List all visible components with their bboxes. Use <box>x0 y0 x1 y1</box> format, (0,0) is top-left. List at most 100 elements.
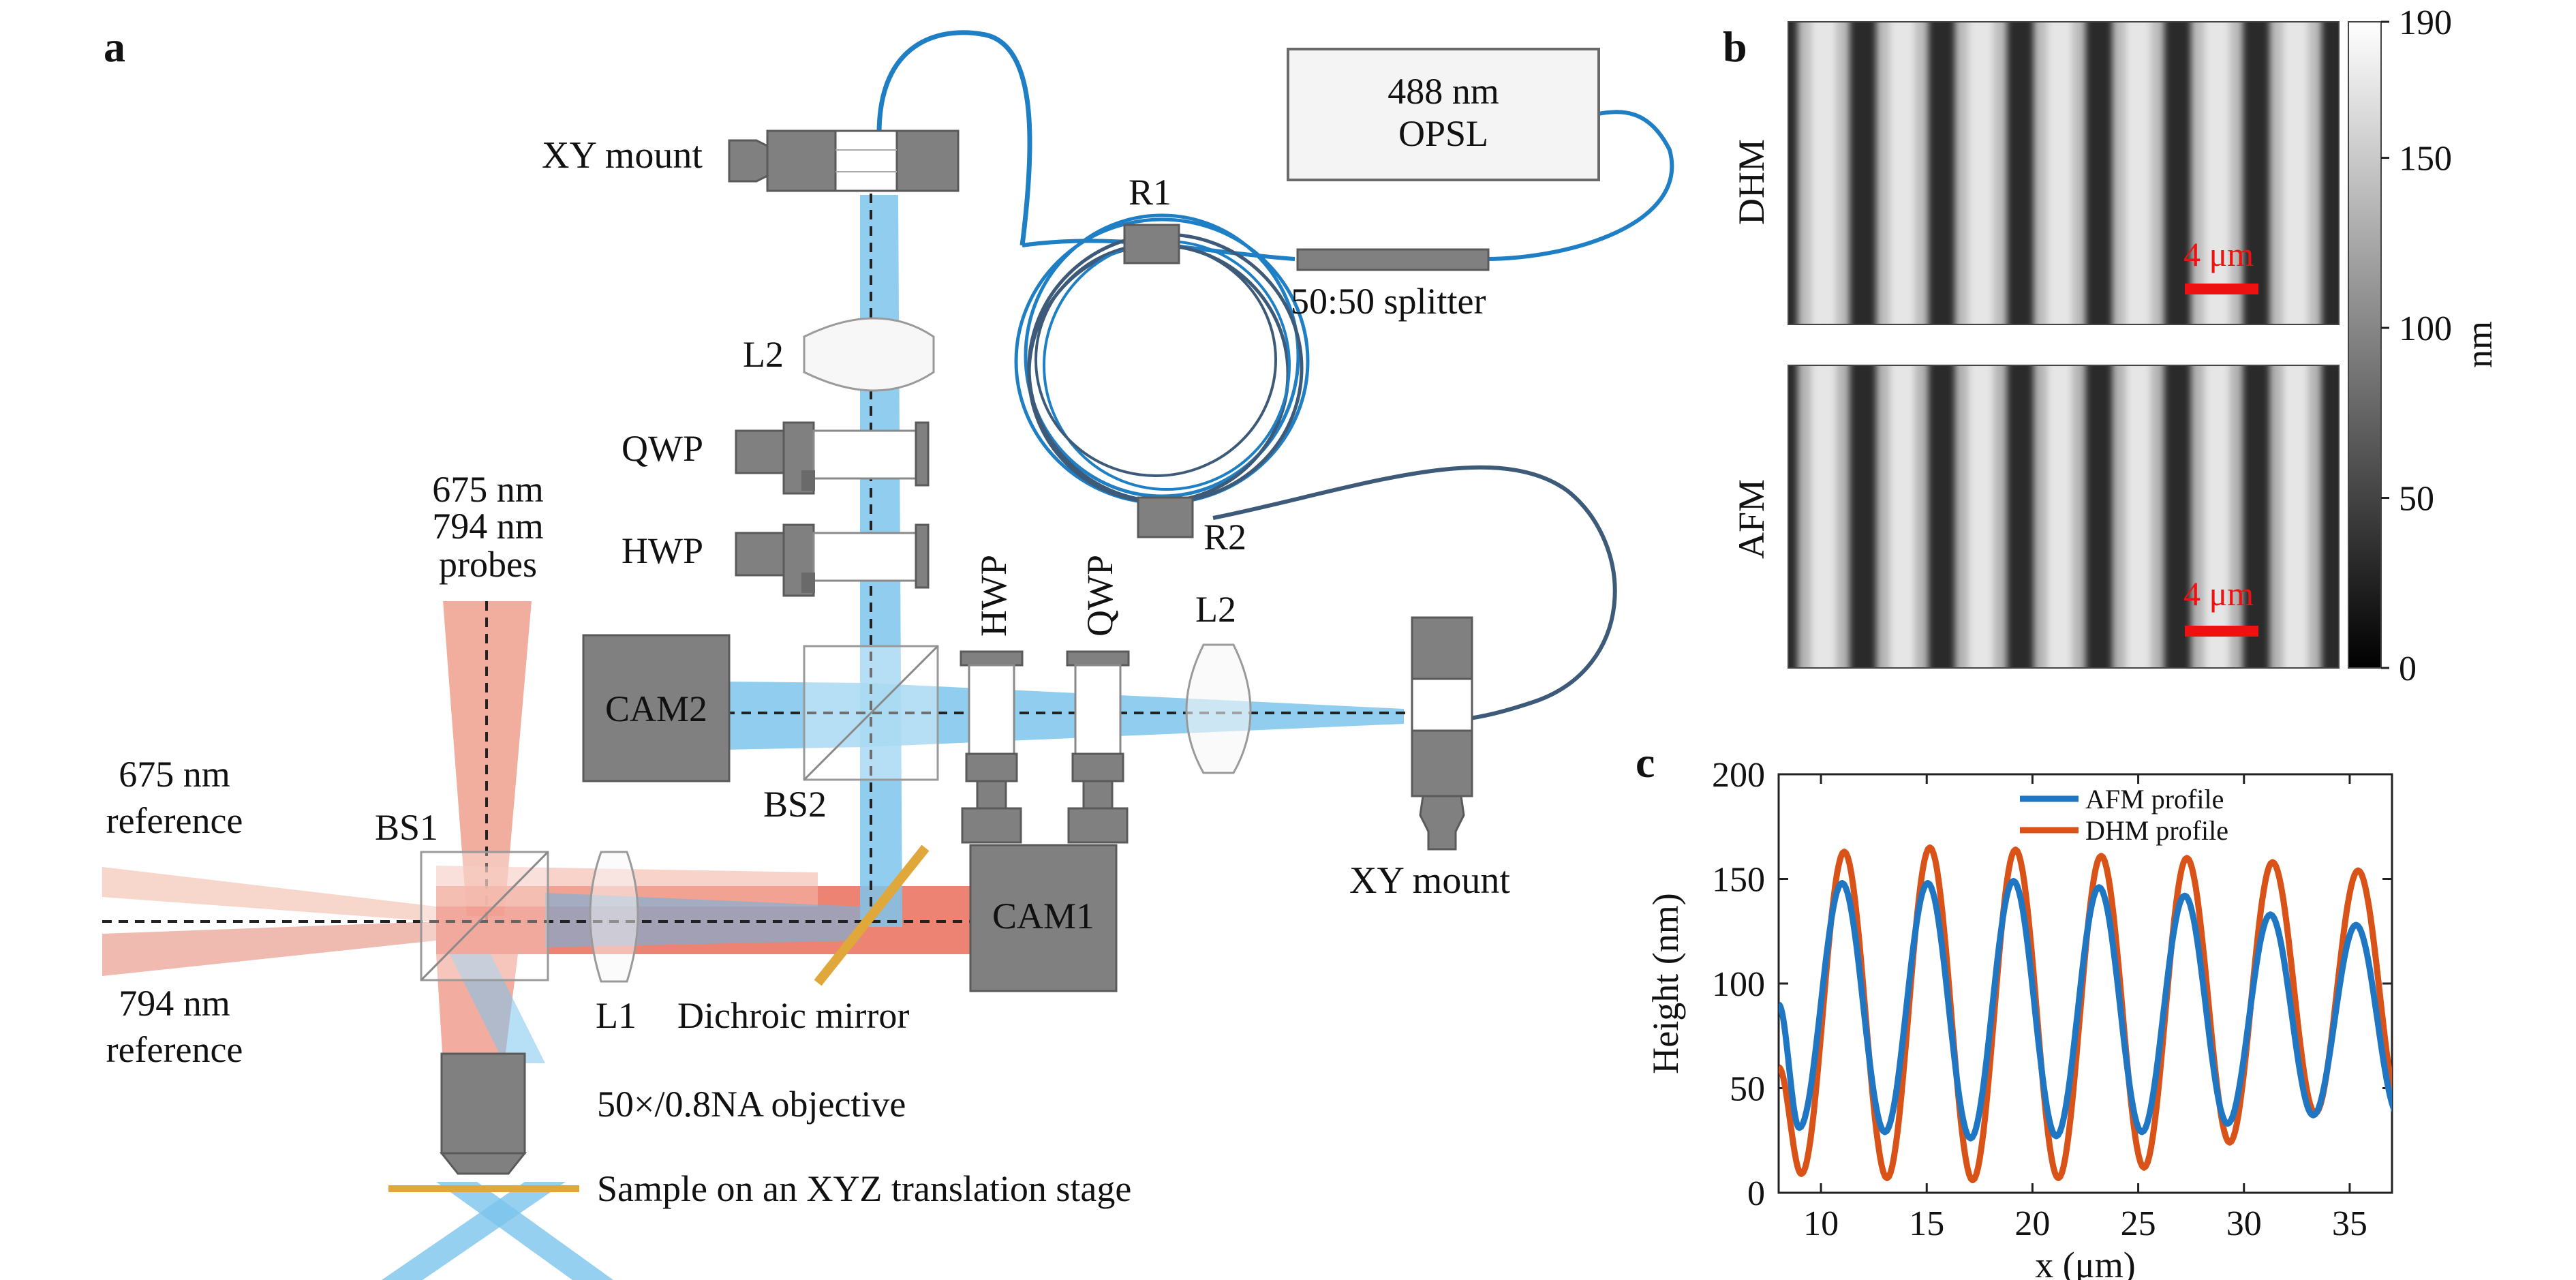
colorbar-tick-label: 100 <box>2399 309 2452 348</box>
splitter-label: 50:50 splitter <box>1291 281 1486 322</box>
l1-label: L1 <box>596 995 637 1036</box>
stripe-core <box>1811 365 1836 668</box>
xy-mount-top <box>728 129 960 192</box>
legend-label: DHM profile <box>2085 815 2228 846</box>
stripe-core <box>1968 22 1993 324</box>
blue-beam-out-right <box>436 1182 613 1280</box>
plot-area <box>1779 844 2392 1184</box>
stripe-core <box>1811 22 1836 324</box>
ref794-label-2: reference <box>106 1029 243 1070</box>
stripe-core <box>2283 365 2308 668</box>
reference-beams <box>102 867 436 976</box>
blue-beam-horizontal <box>722 682 1404 750</box>
dichroic-mirror <box>814 844 930 986</box>
panel-a: a <box>102 22 1674 1280</box>
l2-right-lens <box>1185 643 1252 774</box>
xy-mount-right-label: XY mount <box>1349 859 1510 902</box>
panel-a-letter: a <box>104 22 125 71</box>
bs1-label: BS1 <box>375 807 438 848</box>
l1-lens <box>589 851 639 983</box>
panel-b-letter: b <box>1723 22 1747 71</box>
stripe-core <box>2205 365 2230 668</box>
r1-label: R1 <box>1129 172 1171 213</box>
bs2-cube <box>803 645 939 781</box>
qwp-mid-label: QWP <box>1079 555 1120 637</box>
probe-beam <box>443 601 532 916</box>
dhm-image <box>1788 22 2339 324</box>
fiber-r2-mount <box>1212 465 1617 722</box>
colorbar-ticks: 190 150 100 50 0 <box>2381 3 2452 688</box>
qwp-left-mount <box>735 421 930 495</box>
dichroic-label: Dichroic mirror <box>677 995 909 1036</box>
blue-beam-out-left <box>382 1182 566 1280</box>
colorbar-unit: nm <box>2459 321 2500 368</box>
stripe-core <box>2047 22 2072 324</box>
cam1-box <box>969 844 1118 992</box>
colorbar-tick-label: 150 <box>2399 140 2452 179</box>
xy-mount-right <box>1411 616 1473 851</box>
beam-675-reference <box>102 867 436 921</box>
y-tick-label: 100 <box>1712 965 1765 1004</box>
laser-label-type: OPSL <box>1398 113 1488 154</box>
cam1-label: CAM1 <box>992 896 1094 936</box>
hwp-mid-label: HWP <box>973 555 1014 637</box>
probes-label-1: 675 nm <box>432 469 544 510</box>
ref794-label-1: 794 nm <box>119 983 230 1024</box>
xy-mount-top-label: XY mount <box>542 134 703 177</box>
afm-scalebar-label: 4 μm <box>2183 575 2254 613</box>
y-tick-label: 200 <box>1712 756 1765 795</box>
qwp-mid-mount <box>1066 650 1130 844</box>
ref675-label-2: reference <box>106 800 243 841</box>
probes-label-3: probes <box>439 544 537 585</box>
cam2-box <box>582 634 731 782</box>
colorbar <box>2348 21 2382 669</box>
series-line-afm <box>1779 878 2392 1142</box>
r1-block <box>1123 224 1180 264</box>
stripe-core <box>1968 365 1993 668</box>
series-line-dhm <box>1779 844 2392 1184</box>
laser-label-wavelength: 488 nm <box>1387 71 1499 112</box>
r2-label: R2 <box>1203 517 1246 558</box>
fiber-top <box>876 30 1032 246</box>
probes-label-2: 794 nm <box>432 506 544 547</box>
colorbar-tick-label: 50 <box>2399 480 2434 519</box>
bs1-cube <box>420 851 549 981</box>
y-tick-label: 150 <box>1712 861 1765 900</box>
stripe-core <box>2205 22 2230 324</box>
beam-794-reference <box>102 921 436 976</box>
legend-label: AFM profile <box>2085 784 2224 814</box>
x-tick-label: 25 <box>2121 1204 2156 1243</box>
qwp-left-label: QWP <box>622 428 703 469</box>
laser-box <box>1287 48 1600 181</box>
sample-label: Sample on an XYZ translation stage <box>597 1168 1131 1209</box>
bs2-label: BS2 <box>763 784 827 825</box>
afm-image <box>1788 365 2339 668</box>
y-tick-label: 50 <box>1730 1070 1765 1109</box>
dhm-scalebar-label: 4 μm <box>2183 235 2254 273</box>
stripe-core <box>1890 22 1915 324</box>
x-tick-label: 10 <box>1803 1204 1839 1243</box>
cam2-label: CAM2 <box>605 688 707 729</box>
stripe-core <box>2047 365 2072 668</box>
l2-top-label: L2 <box>743 334 784 375</box>
hwp-mid-mount <box>960 650 1024 844</box>
y-axis-label: Height (nm) <box>1645 893 1686 1073</box>
colorbar-tick-label: 190 <box>2399 3 2452 42</box>
stripe-core <box>2126 365 2151 668</box>
hwp-left-label: HWP <box>622 530 703 571</box>
colorbar-tick-label: 0 <box>2399 650 2417 688</box>
blue-beam-down <box>450 954 545 1063</box>
x-tick-label: 30 <box>2226 1204 2262 1243</box>
x-tick-label: 15 <box>1909 1204 1944 1243</box>
x-axis-label: x (μm) <box>2035 1245 2135 1280</box>
objective <box>439 1052 527 1175</box>
stripe-core <box>2126 22 2151 324</box>
panel-c-letter: c <box>1636 738 1655 787</box>
x-tick-label: 20 <box>2014 1204 2050 1243</box>
